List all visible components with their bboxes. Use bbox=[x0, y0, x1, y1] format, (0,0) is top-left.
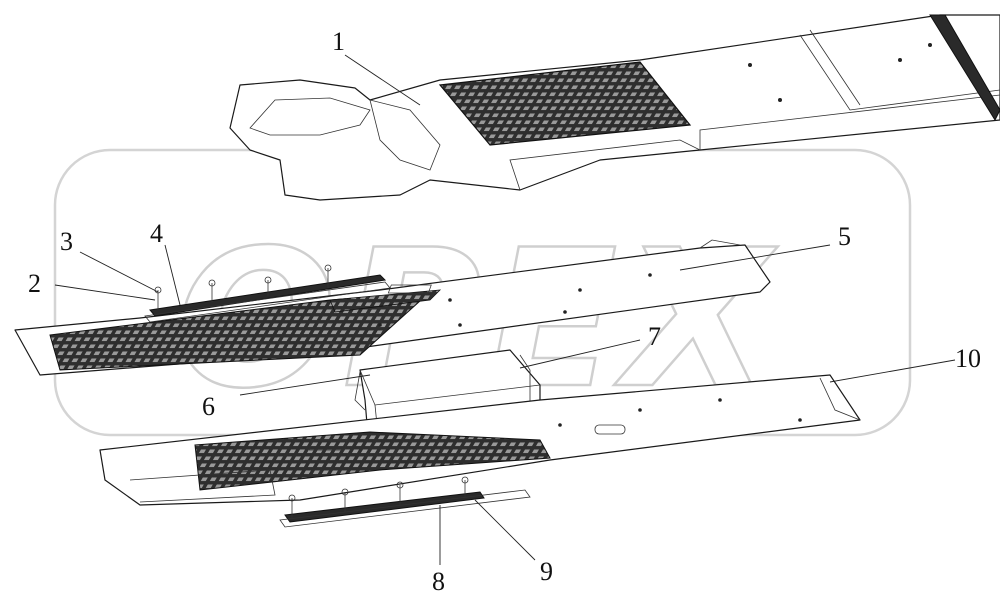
upper-floor-panel bbox=[229, 14, 1000, 201]
middle-floor-panel bbox=[14, 239, 771, 376]
edge-strip bbox=[929, 14, 1000, 122]
screws-lower bbox=[288, 476, 469, 518]
callout-1: 1 bbox=[332, 27, 345, 56]
callout-9: 9 bbox=[540, 557, 553, 586]
screws-upper bbox=[154, 264, 332, 310]
upper-floor-mat bbox=[438, 61, 692, 146]
callout-2: 2 bbox=[28, 269, 41, 298]
upper-trim-strip bbox=[144, 264, 391, 323]
callout-5: 5 bbox=[838, 222, 851, 251]
callout-3: 3 bbox=[60, 227, 73, 256]
lower-floor-panel bbox=[99, 374, 861, 506]
callout-7: 7 bbox=[648, 322, 661, 351]
lower-trim-strip bbox=[279, 476, 531, 528]
callout-labels: 1 2 3 4 5 6 7 10 8 9 bbox=[28, 27, 981, 596]
callout-10: 10 bbox=[955, 344, 981, 373]
callout-6: 6 bbox=[202, 392, 215, 421]
leader-lines bbox=[54, 54, 956, 565]
lower-floor-mat bbox=[194, 431, 551, 491]
callout-8: 8 bbox=[432, 567, 445, 596]
trim-strip-4 bbox=[149, 274, 387, 317]
callout-4: 4 bbox=[150, 219, 163, 248]
